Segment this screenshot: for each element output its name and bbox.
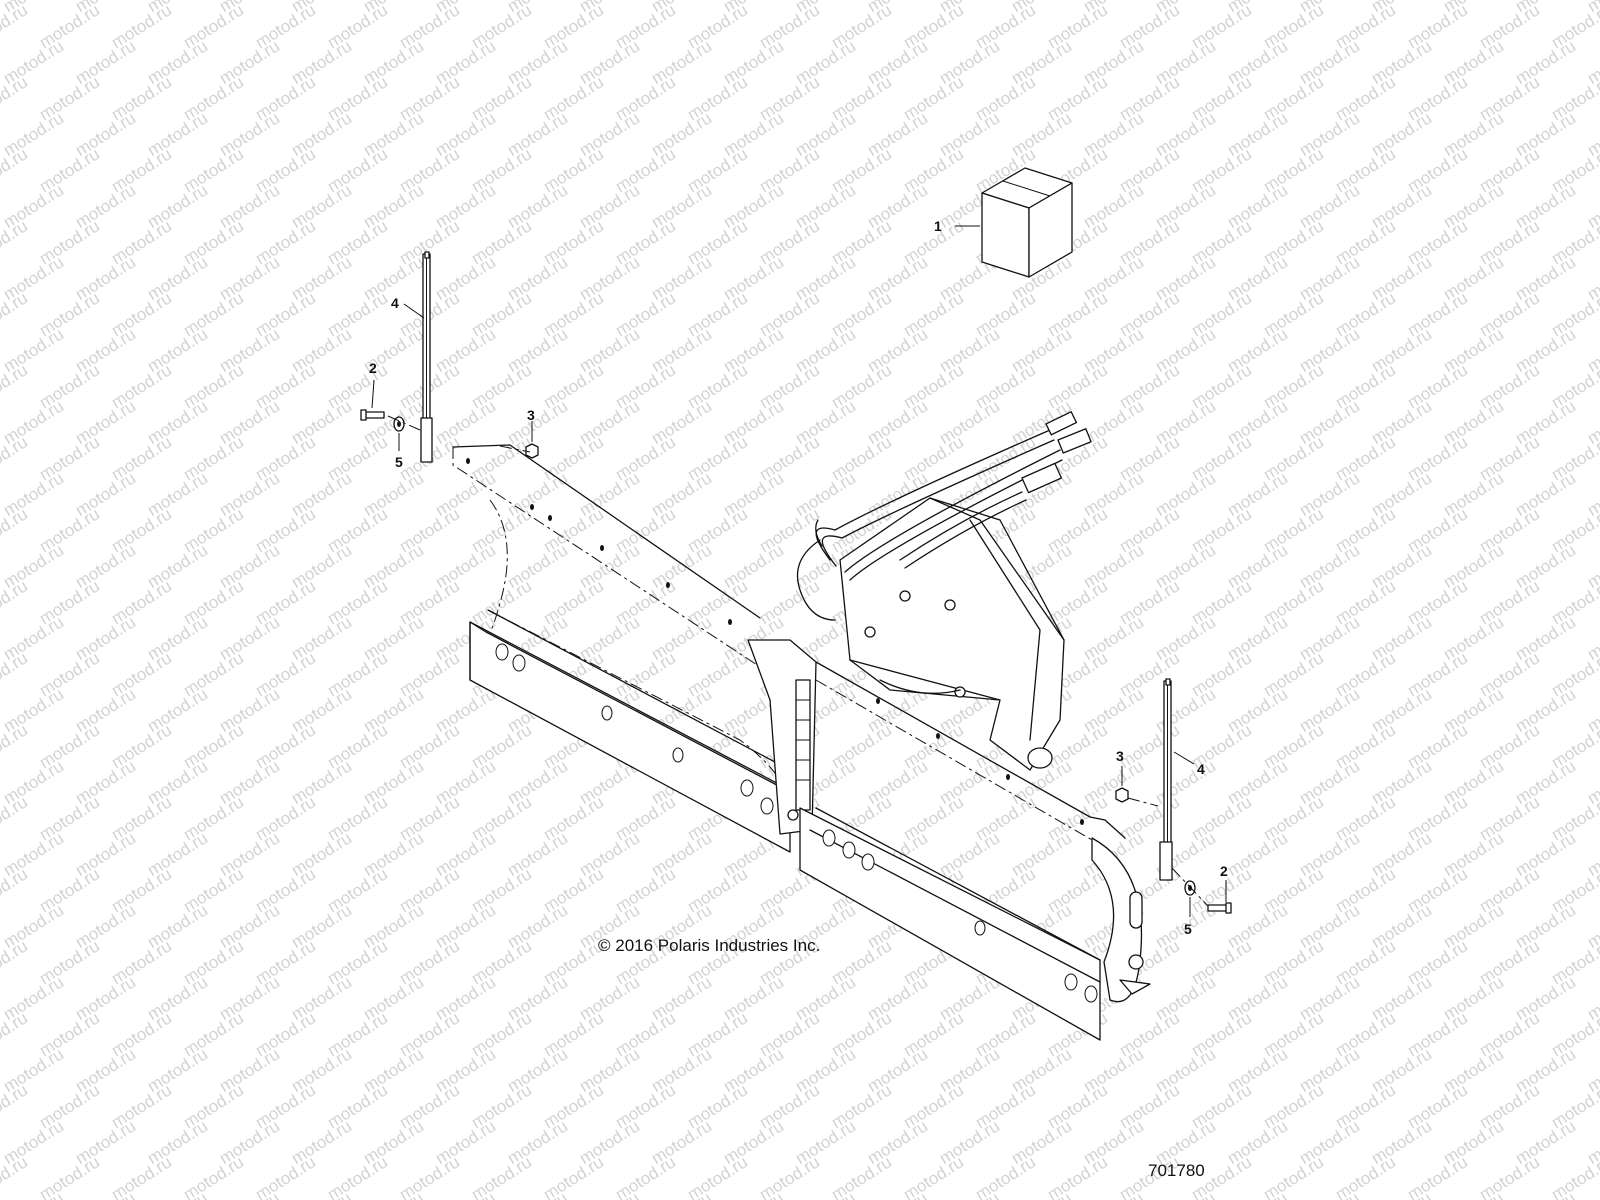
callout-3-left: 3 [527, 407, 535, 423]
callout-5-left: 5 [395, 454, 403, 470]
callout-4-right: 4 [1197, 761, 1205, 777]
marker-rod-right [1159, 678, 1173, 881]
hydraulic-hoses [796, 411, 1092, 621]
a-frame-mount [839, 497, 1065, 771]
callout-2-left: 2 [369, 360, 377, 376]
callout-2-right: 2 [1220, 863, 1228, 879]
leader-line-4-right [1173, 751, 1195, 765]
copyright-notice: © 2016 Polaris Industries Inc. [598, 936, 821, 955]
bolt-right [1207, 902, 1232, 914]
kit-box-part-1 [981, 167, 1073, 278]
callout-3-right: 3 [1116, 748, 1124, 764]
plow-blade [452, 444, 1151, 1041]
diagram-number: 701780 [1148, 1161, 1205, 1180]
bolt-left [360, 409, 385, 421]
nut-left [525, 443, 539, 459]
leader-line-4-left [403, 303, 425, 319]
leader-line-2-left [371, 379, 375, 409]
callout-5-right: 5 [1184, 921, 1192, 937]
nut-right [1115, 787, 1129, 803]
marker-rod-left [420, 251, 433, 463]
callout-1: 1 [934, 218, 942, 234]
callout-4-left: 4 [391, 295, 399, 311]
